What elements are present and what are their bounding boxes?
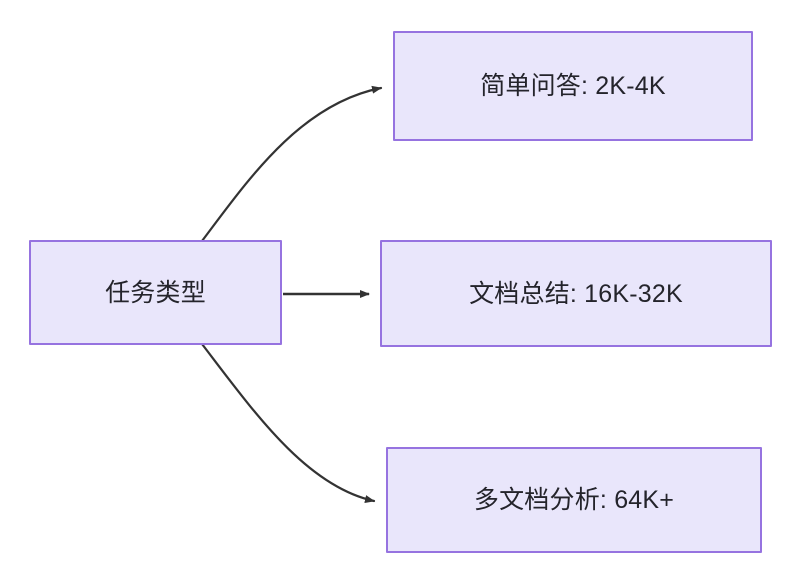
node-simple-qa[interactable]: 简单问答: 2K-4K bbox=[393, 31, 753, 141]
node-label: 任务类型 bbox=[105, 278, 206, 307]
node-label: 文档总结: 16K-32K bbox=[469, 279, 683, 308]
node-label: 多文档分析: 64K+ bbox=[473, 486, 675, 514]
node-document-summary[interactable]: 文档总结: 16K-32K bbox=[380, 240, 772, 347]
edge-root-to-multi bbox=[200, 342, 376, 503]
node-task-type[interactable]: 任务类型 bbox=[29, 240, 282, 345]
node-label: 简单问答: 2K-4K bbox=[480, 72, 666, 100]
edge-root-to-qa bbox=[200, 85, 383, 243]
node-multi-document-analysis[interactable]: 多文档分析: 64K+ bbox=[386, 447, 762, 553]
